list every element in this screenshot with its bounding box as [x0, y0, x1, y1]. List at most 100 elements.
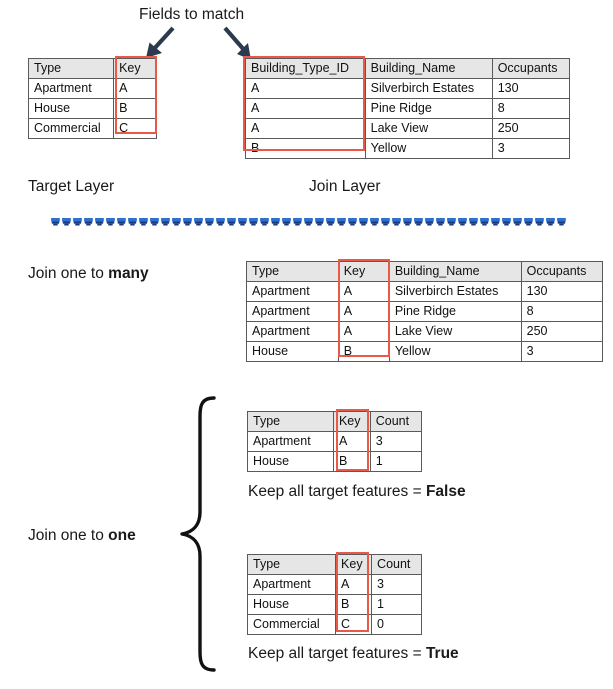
table-row: Apartment A 3	[246, 574, 422, 595]
column-header-building-name: Building_Name	[364, 58, 493, 79]
join-layer-caption: Join Layer	[309, 178, 381, 195]
table-row: A Pine Ridge 8	[245, 98, 571, 119]
one-to-one-true-table: Type Key Count Apartment A 3 House B 1 C…	[246, 554, 422, 635]
cell-type: Commercial	[246, 614, 337, 635]
table-row: Apartment A	[27, 78, 157, 99]
cell-building-type-id: A	[245, 98, 366, 119]
keep-all-false-value: False	[425, 483, 466, 500]
cell-occupants: 250	[491, 118, 571, 139]
join-one-to-one-emphasis: one	[108, 527, 136, 544]
cell-occupants: 130	[520, 281, 604, 302]
cell-type: House	[246, 341, 339, 362]
table-row: Apartment A Silverbirch Estates 130	[246, 281, 604, 302]
table-row: Commercial C	[27, 118, 157, 139]
join-layer-table: Building_Type_ID Building_Name Occupants…	[245, 58, 571, 159]
column-header-count: Count	[369, 411, 423, 432]
column-header-key: Key	[113, 58, 157, 79]
column-header-building-type-id: Building_Type_ID	[245, 58, 366, 79]
join-one-to-many-emphasis: many	[108, 265, 149, 282]
table-row: House B 1	[246, 594, 422, 615]
cell-building-name: Pine Ridge	[388, 301, 522, 322]
cell-key: A	[337, 301, 390, 322]
cell-building-name: Yellow	[388, 341, 522, 362]
cell-occupants: 3	[491, 138, 571, 159]
cell-building-type-id: A	[245, 78, 366, 99]
cell-occupants: 3	[520, 341, 604, 362]
join-one-to-many-label: Join one to many	[28, 265, 149, 283]
cell-type: House	[247, 451, 334, 472]
column-header-occupants: Occupants	[520, 261, 604, 282]
table-header-row: Type Key	[27, 58, 157, 79]
column-header-type: Type	[27, 58, 115, 79]
cell-type: Apartment	[246, 321, 339, 342]
cell-type: Apartment	[246, 574, 337, 595]
table-row: A Lake View 250	[245, 118, 571, 139]
join-one-to-one-prefix: Join one to	[28, 527, 109, 544]
cell-type: House	[27, 98, 115, 119]
table-row: Apartment A Pine Ridge 8	[246, 301, 604, 322]
cell-key: A	[337, 281, 390, 302]
cell-type: Apartment	[246, 301, 339, 322]
table-row: A Silverbirch Estates 130	[245, 78, 571, 99]
cell-type: Apartment	[247, 431, 334, 452]
table-row: Apartment A Lake View 250	[246, 321, 604, 342]
cell-key: B	[335, 594, 373, 615]
cell-occupants: 8	[520, 301, 604, 322]
cell-occupants: 8	[491, 98, 571, 119]
cell-occupants: 130	[491, 78, 571, 99]
cell-count: 1	[369, 451, 423, 472]
column-header-type: Type	[247, 411, 334, 432]
column-header-count: Count	[371, 554, 422, 575]
table-row: House B	[27, 98, 157, 119]
cell-type: Apartment	[246, 281, 339, 302]
table-header-row: Type Key Count	[246, 554, 422, 575]
cell-building-name: Pine Ridge	[364, 98, 493, 119]
target-layer-table: Type Key Apartment A House B Commercial …	[27, 58, 157, 139]
cell-occupants: 250	[520, 321, 604, 342]
column-header-key: Key	[335, 554, 373, 575]
cell-building-name: Lake View	[388, 321, 522, 342]
table-header-row: Type Key Building_Name Occupants	[246, 261, 604, 282]
cell-key: B	[337, 341, 390, 362]
keep-all-true-prefix: Keep all target features =	[248, 645, 426, 662]
table-row: Apartment A 3	[247, 431, 423, 452]
cell-key: A	[332, 431, 371, 452]
arrow-down-left-icon	[146, 26, 175, 58]
cell-building-name: Yellow	[364, 138, 493, 159]
cell-key: A	[335, 574, 373, 595]
cell-key: C	[113, 118, 157, 139]
cell-building-type-id: A	[245, 118, 366, 139]
cell-count: 1	[371, 594, 422, 615]
target-layer-caption: Target Layer	[28, 178, 115, 195]
cell-building-type-id: B	[245, 138, 366, 159]
cell-key: C	[335, 614, 373, 635]
cell-count: 0	[371, 614, 422, 635]
keep-all-true-caption: Keep all target features = True	[248, 645, 459, 663]
cell-count: 3	[369, 431, 423, 452]
dashed-divider-icon	[51, 218, 566, 226]
join-one-to-many-prefix: Join one to	[28, 265, 109, 282]
one-to-many-result-table: Type Key Building_Name Occupants Apartme…	[246, 261, 604, 362]
column-header-building-name: Building_Name	[388, 261, 522, 282]
join-one-to-one-label: Join one to one	[28, 527, 136, 545]
table-row: B Yellow 3	[245, 138, 571, 159]
fields-to-match-label: Fields to match	[139, 6, 245, 23]
cell-type: Apartment	[27, 78, 115, 99]
table-row: Commercial C 0	[246, 614, 422, 635]
cell-type: House	[246, 594, 337, 615]
cell-key: A	[337, 321, 390, 342]
keep-all-false-prefix: Keep all target features =	[248, 483, 426, 500]
keep-all-true-value: True	[425, 645, 459, 662]
cell-type: Commercial	[27, 118, 115, 139]
column-header-occupants: Occupants	[491, 58, 571, 79]
table-row: House B 1	[247, 451, 423, 472]
cell-key: A	[113, 78, 157, 99]
column-header-type: Type	[246, 554, 337, 575]
one-to-one-false-table: Type Key Count Apartment A 3 House B 1	[247, 411, 423, 472]
cell-building-name: Silverbirch Estates	[388, 281, 522, 302]
cell-building-name: Silverbirch Estates	[364, 78, 493, 99]
cell-count: 3	[371, 574, 422, 595]
table-header-row: Type Key Count	[247, 411, 423, 432]
table-row: House B Yellow 3	[246, 341, 604, 362]
arrow-down-right-icon	[223, 26, 251, 60]
